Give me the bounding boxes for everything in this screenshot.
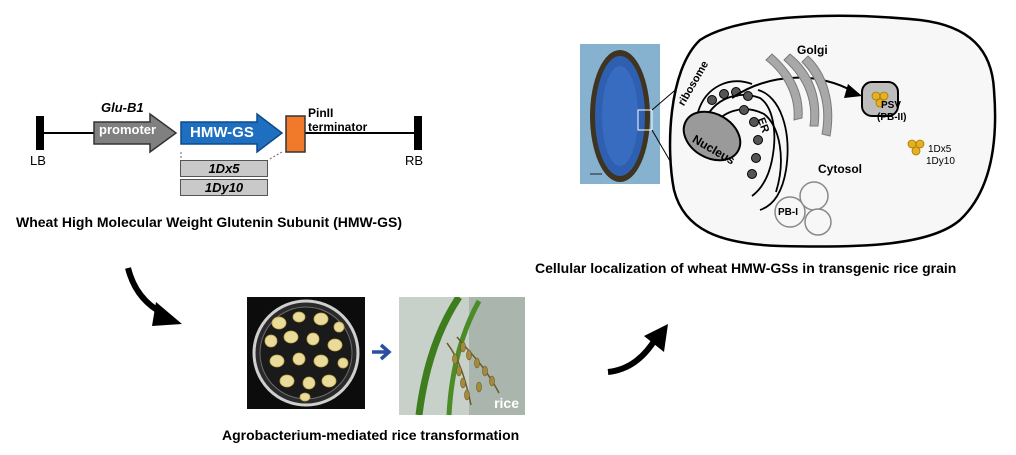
cytosol-label: Cytosol	[818, 162, 863, 176]
petri-dish-photo	[247, 297, 365, 409]
pb-i-label: PB-I	[778, 207, 798, 218]
promoter-arrow	[93, 112, 178, 154]
golgi-stacks	[765, 53, 833, 137]
lb-border	[36, 116, 44, 150]
transformation-caption: Agrobacterium-mediated rice transformati…	[222, 427, 520, 443]
rb-border	[414, 116, 422, 150]
petri-dish-image	[252, 299, 360, 407]
legend-label-1dy10: 1Dy10	[926, 156, 955, 167]
curved-arrow-down-icon	[125, 267, 182, 326]
promoter-gene-label: Glu-B1	[101, 100, 144, 115]
rice-plant-image	[399, 297, 525, 415]
localization-caption: Cellular localization of wheat HMW-GSs i…	[535, 260, 957, 276]
cell-membrane	[668, 14, 997, 248]
gene-box-1dy10: 1Dy10	[180, 179, 268, 196]
er-strand-4	[757, 89, 789, 211]
legend-label-1dx5: 1Dx5	[928, 144, 952, 155]
terminator-label-line2: terminator	[308, 120, 368, 134]
transport-arrow	[731, 76, 855, 99]
construct-caption: Wheat High Molecular Weight Glutenin Sub…	[16, 214, 402, 230]
gene-construct: LB RB Glu-B1 promoter HMW-GS PinII termi…	[0, 0, 470, 240]
rb-label: RB	[405, 153, 424, 168]
er-strand-2	[703, 94, 776, 197]
psv-label-line1: PSV	[881, 100, 902, 111]
legend-protein-icon	[907, 139, 925, 156]
curved-arrow-up-icon	[607, 324, 668, 375]
er-strand-1	[697, 80, 753, 113]
rice-grain-image	[580, 44, 660, 184]
psv-label-line2: (PB-II)	[877, 112, 907, 123]
rice-label: rice	[494, 395, 519, 411]
psv-protein-aggregate	[871, 91, 889, 108]
cell-diagram	[651, 14, 997, 248]
rice-plant-photo: rice	[399, 297, 525, 415]
golgi-label: Golgi	[797, 43, 828, 57]
transport-arrow-head	[844, 84, 862, 98]
nucleus	[682, 110, 742, 162]
terminator-box	[285, 115, 306, 153]
rice-grain-photo	[580, 44, 660, 184]
promoter-label: promoter	[99, 122, 157, 137]
lb-label: LB	[30, 153, 46, 168]
construct-diagram	[36, 112, 422, 161]
hmw-gs-arrow	[180, 112, 284, 154]
gene-box-1dx5: 1Dx5	[180, 160, 268, 177]
ribosomes	[707, 87, 763, 179]
hmw-gs-label: HMW-GS	[190, 124, 254, 141]
terminator-label-line1: PinII	[308, 106, 334, 120]
zoom-line-right	[267, 151, 283, 161]
right-arrow-icon	[372, 343, 392, 361]
pb-i-bodies	[774, 181, 832, 236]
